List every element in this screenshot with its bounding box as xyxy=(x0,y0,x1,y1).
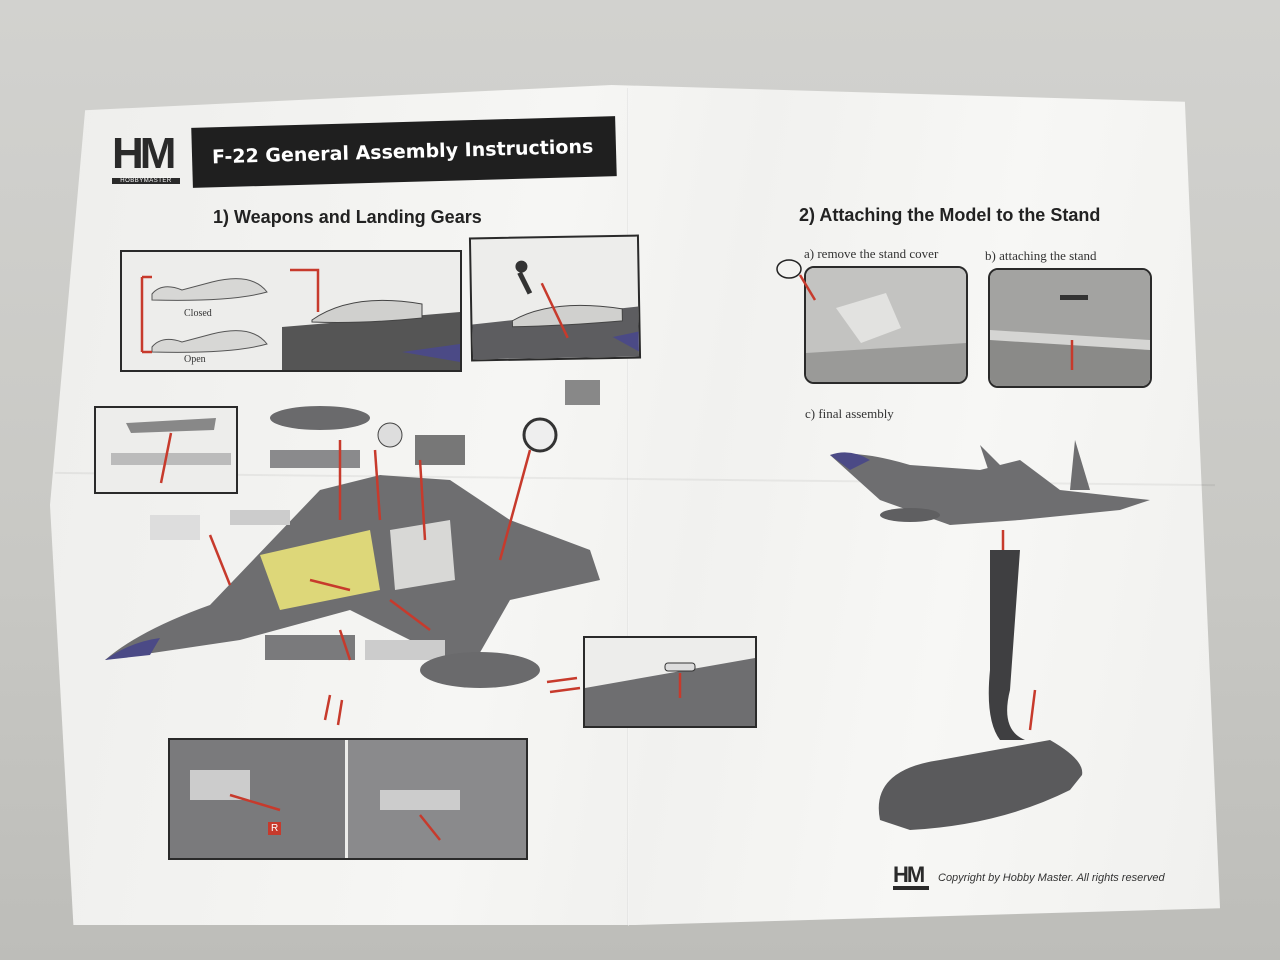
fold-crease-vertical xyxy=(627,88,629,926)
step-a-caption: a) remove the stand cover xyxy=(804,246,939,261)
footer-logo: HM xyxy=(893,864,929,890)
detail-right-illustration xyxy=(585,658,755,726)
footer-logo-bar xyxy=(893,886,929,890)
swap-arrows-1 xyxy=(323,694,344,726)
step-b-caption: b) attaching the stand xyxy=(985,248,1097,263)
section-1-title: 1) Weapons and Landing Gears xyxy=(213,207,482,227)
detail-badge: R xyxy=(268,822,282,835)
section-2-title: 2) Attaching the Model to the Stand xyxy=(799,205,1101,225)
pilot-panel xyxy=(468,234,642,362)
logo-text: HM xyxy=(112,129,176,178)
footer-logo-text: HM xyxy=(893,862,925,887)
canopy-panel: Closed Open xyxy=(120,250,462,372)
step-b-illustration xyxy=(990,270,1150,386)
header-title-bar: F-22 General Assembly Instructions xyxy=(191,116,617,188)
final-assembly-illustration xyxy=(830,440,1150,830)
step-a-illustration xyxy=(806,268,966,382)
weapon-inset-panel xyxy=(94,406,238,494)
step-b-panel xyxy=(988,268,1152,388)
canopy-closed-label: Closed xyxy=(184,308,212,319)
removal-arrow xyxy=(776,259,817,301)
logo-subtext: HOBBYMASTER xyxy=(112,178,180,184)
step-c-caption: c) final assembly xyxy=(805,406,894,421)
copyright-text: Copyright by Hobby Master. All rights re… xyxy=(938,872,1165,884)
canopy-open-label: Open xyxy=(184,354,206,365)
weapon-inset-illustration xyxy=(111,418,231,484)
swap-arrows-2 xyxy=(546,676,581,694)
detail-bottom-illustration xyxy=(170,740,526,858)
detail-panel-bottom: R xyxy=(168,738,528,860)
hobbymaster-logo: HM HOBBYMASTER xyxy=(112,132,180,192)
page-title: F-22 General Assembly Instructions xyxy=(211,135,594,169)
detail-panel-right xyxy=(583,636,757,728)
canopy-illustration xyxy=(140,268,460,370)
step-a-panel xyxy=(804,266,968,384)
pilot-illustration xyxy=(472,260,640,360)
exploded-jet-diagram xyxy=(105,380,600,688)
